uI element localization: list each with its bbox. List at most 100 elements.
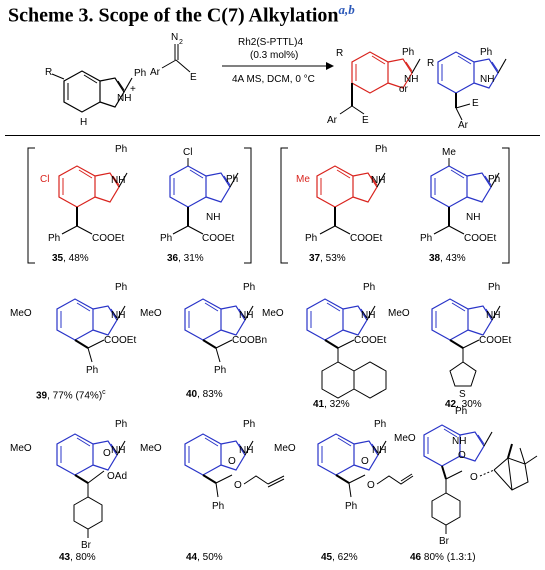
catalyst-loading: (0.3 mol%)	[250, 50, 298, 61]
svg-text:NH: NH	[111, 175, 125, 186]
svg-text:NH: NH	[361, 310, 375, 321]
compound-46: Ph NH MeO O O Br	[394, 406, 538, 547]
svg-text:Ph: Ph	[345, 501, 357, 512]
svg-text:MeO: MeO	[262, 308, 284, 319]
catalyst: Rh2(S-PTTL)4	[238, 37, 303, 48]
svg-text:Ph: Ph	[115, 144, 127, 155]
svg-text:Cl: Cl	[40, 174, 49, 185]
compound-42: Ph NH MeO COOEt S	[388, 282, 511, 400]
bracket-right-1	[244, 147, 252, 264]
svg-text:NH: NH	[111, 445, 125, 456]
label-35: 35, 48%	[52, 253, 89, 264]
svg-text:O: O	[367, 480, 375, 491]
svg-text:NH: NH	[480, 74, 494, 85]
svg-text:E: E	[190, 72, 197, 83]
scheme-title: Scheme 3. Scope of the C(7) Alkylationa,…	[8, 2, 355, 27]
reactant-indole: Ph NH R H	[45, 67, 146, 128]
svg-text:N: N	[171, 32, 178, 43]
label-46: 46 80% (1.3:1)	[410, 552, 476, 563]
svg-text:Cl: Cl	[183, 147, 192, 158]
svg-text:Ph: Ph	[305, 233, 317, 244]
bracket-left-2	[280, 147, 288, 264]
svg-text:Ph: Ph	[160, 233, 172, 244]
or-label: or	[399, 84, 409, 95]
svg-text:O: O	[234, 480, 242, 491]
label-40: 40, 83%	[186, 389, 223, 400]
svg-text:Ph: Ph	[86, 365, 98, 376]
svg-text:Ph: Ph	[212, 501, 224, 512]
compound-41: Ph NH MeO COOEt	[262, 282, 387, 399]
svg-text:Ph: Ph	[226, 174, 238, 185]
svg-text:Ph: Ph	[375, 144, 387, 155]
svg-text:Ph: Ph	[48, 233, 60, 244]
svg-text:NH: NH	[239, 445, 253, 456]
label-38: 38, 43%	[429, 253, 466, 264]
product-c7: Ph NH R E Ar	[427, 47, 507, 131]
svg-text:NH: NH	[117, 93, 131, 104]
svg-text:O: O	[470, 472, 478, 483]
svg-text:Ar: Ar	[458, 120, 469, 131]
svg-text:R: R	[427, 58, 434, 69]
svg-text:O: O	[458, 450, 466, 461]
plus-sign: +	[130, 84, 136, 95]
svg-text:H: H	[80, 117, 87, 128]
svg-text:R: R	[336, 48, 343, 59]
svg-text:NH: NH	[452, 436, 466, 447]
svg-text:MeO: MeO	[140, 308, 162, 319]
compound-36: Ph NH Cl Ph COOEt	[160, 147, 239, 244]
svg-text:Ph: Ph	[488, 282, 500, 293]
svg-text:Me: Me	[296, 174, 310, 185]
label-39: 39, 77% (74%)c	[36, 389, 106, 402]
svg-text:R: R	[45, 67, 52, 78]
svg-text:Ph: Ph	[115, 419, 127, 430]
svg-text:O: O	[228, 456, 236, 467]
compound-38: Ph NH Me Ph COOEt	[420, 147, 500, 244]
svg-text:Ph: Ph	[243, 419, 255, 430]
svg-text:Ph: Ph	[243, 282, 255, 293]
compound-43: Ph NH MeO O OAd Br	[10, 419, 127, 551]
divider	[5, 135, 540, 136]
svg-text:Ph: Ph	[455, 406, 467, 417]
svg-text:Ph: Ph	[480, 47, 492, 58]
svg-text:MeO: MeO	[10, 308, 32, 319]
svg-text:Ph: Ph	[363, 282, 375, 293]
compound-45: Ph NH MeO O O Ph	[274, 419, 414, 512]
svg-text:MeO: MeO	[394, 433, 416, 444]
label-37: 37, 53%	[309, 253, 346, 264]
conditions: 4A MS, DCM, 0 °C	[232, 74, 315, 85]
svg-text:COOEt: COOEt	[104, 335, 136, 346]
svg-text:NH: NH	[372, 445, 386, 456]
label-36: 36, 31%	[167, 253, 204, 264]
svg-text:Ph: Ph	[420, 233, 432, 244]
svg-text:NH: NH	[206, 212, 220, 223]
svg-text:MeO: MeO	[274, 443, 296, 454]
svg-text:COOEt: COOEt	[350, 233, 382, 244]
svg-text:OAd: OAd	[107, 471, 127, 482]
compound-39: Ph NH MeO COOEt Ph	[10, 282, 136, 376]
svg-text:Ph: Ph	[115, 282, 127, 293]
svg-text:COOBn: COOBn	[232, 335, 267, 346]
label-44: 44, 50%	[186, 552, 223, 563]
svg-text:COOEt: COOEt	[202, 233, 234, 244]
svg-text:Br: Br	[81, 540, 92, 551]
svg-text:2: 2	[179, 39, 183, 46]
svg-text:NH: NH	[466, 212, 480, 223]
svg-text:O: O	[103, 448, 111, 459]
product-c6: Ph NH R Ar E	[327, 47, 421, 126]
svg-text:NH: NH	[239, 310, 253, 321]
svg-text:E: E	[362, 115, 369, 126]
svg-text:MeO: MeO	[388, 308, 410, 319]
svg-text:Me: Me	[442, 147, 456, 158]
svg-text:Ph: Ph	[134, 68, 146, 79]
label-43: 43, 80%	[59, 552, 96, 563]
svg-text:Ar: Ar	[150, 67, 161, 78]
svg-text:NH: NH	[371, 175, 385, 186]
svg-text:COOEt: COOEt	[354, 335, 386, 346]
svg-text:S: S	[459, 389, 466, 400]
svg-text:MeO: MeO	[140, 443, 162, 454]
compound-40: Ph NH MeO COOBn Ph	[140, 282, 267, 376]
svg-text:COOEt: COOEt	[479, 335, 511, 346]
compound-37: Ph NH Me Ph COOEt	[296, 144, 387, 244]
